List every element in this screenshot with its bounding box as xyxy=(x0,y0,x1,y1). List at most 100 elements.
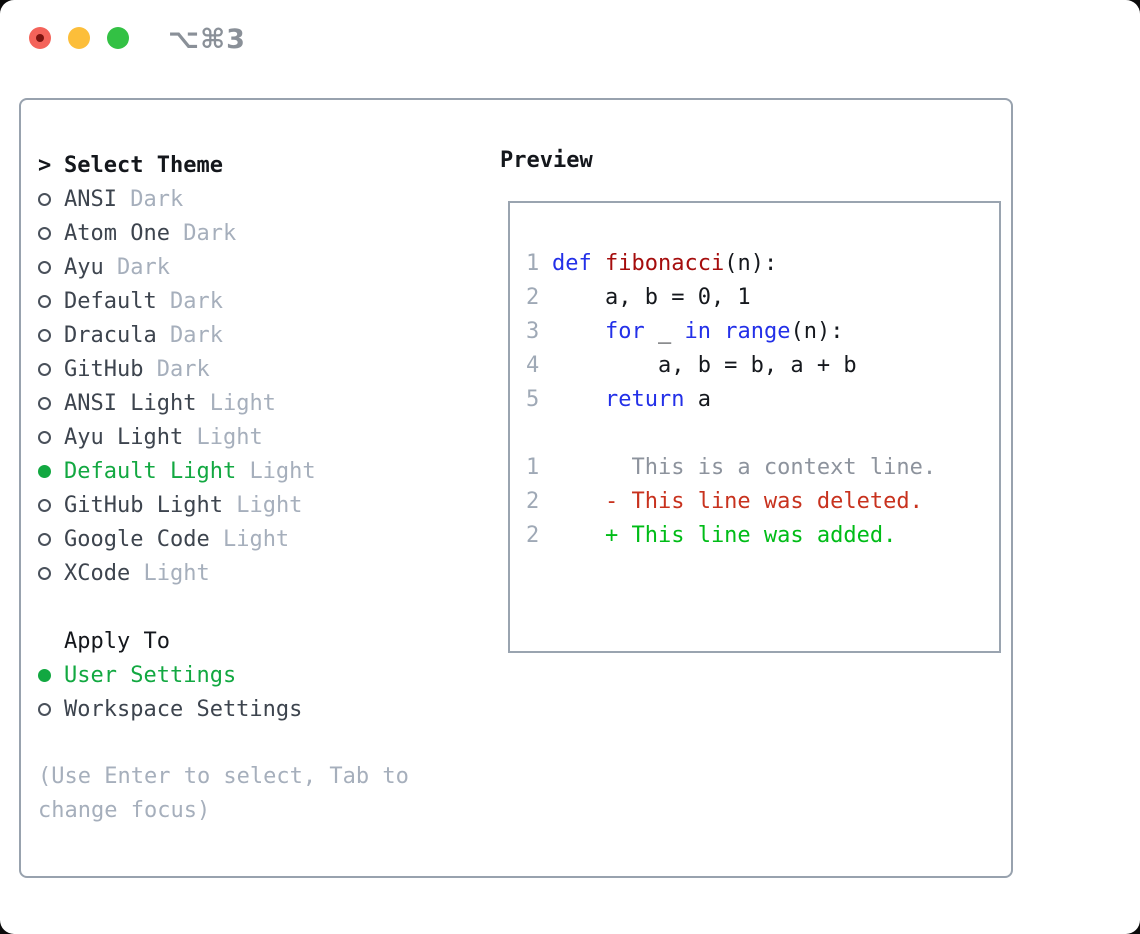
theme-name: ANSI Light xyxy=(64,390,197,416)
code-line: 1 def fibonacci(n): xyxy=(526,251,999,285)
code-token xyxy=(552,387,605,421)
theme-variant-label: Dark xyxy=(156,356,210,382)
code-token: return xyxy=(604,387,685,412)
code-token: a, b = b, a + b xyxy=(552,353,857,378)
apply-item-workspace-settings[interactable]: Workspace Settings xyxy=(38,692,435,726)
theme-name: XCode xyxy=(64,560,131,586)
prompt-icon: > xyxy=(38,152,52,178)
diff-text: - This line was deleted. xyxy=(552,489,923,514)
code-token: _ xyxy=(644,319,685,344)
diff-deleted-line: 2 - This line was deleted. xyxy=(526,489,999,523)
theme-variant-label: Light xyxy=(236,492,303,518)
radio-icon xyxy=(38,226,64,240)
window-title: ⌥⌘3 xyxy=(168,24,246,55)
radio-icon xyxy=(38,430,64,444)
theme-name: GitHub Light xyxy=(64,492,223,518)
theme-item-github-dark[interactable]: GitHub Dark xyxy=(38,352,435,386)
code-token: (n): xyxy=(724,251,778,276)
theme-variant-label: Light xyxy=(196,424,263,450)
titlebar: ⌥⌘3 xyxy=(0,0,1140,76)
apply-to-header: Apply To xyxy=(38,624,435,658)
radio-icon xyxy=(38,532,64,546)
theme-item-atom-one-dark[interactable]: Atom One Dark xyxy=(38,216,435,250)
theme-variant-label: Dark xyxy=(183,220,237,246)
radio-icon xyxy=(38,328,64,342)
code-line: 2 a, b = 0, 1 xyxy=(526,285,999,319)
help-text: (Use Enter to select, Tab to change focu… xyxy=(38,764,409,823)
code-line: 3 for _ in range(n): xyxy=(526,319,999,353)
line-number: 3 xyxy=(526,319,540,344)
theme-list-header: >Select Theme xyxy=(38,148,435,182)
line-number: 5 xyxy=(526,387,540,412)
theme-item-ayu-dark[interactable]: Ayu Dark xyxy=(38,250,435,284)
theme-item-ansi-dark[interactable]: ANSI Dark xyxy=(38,182,435,216)
preview-title: Preview xyxy=(500,148,593,173)
code-token: range xyxy=(724,319,791,344)
radio-icon xyxy=(38,294,64,308)
apply-to-title: Apply To xyxy=(64,628,170,654)
spacer xyxy=(38,590,435,624)
code-token: a, b = 0, 1 xyxy=(552,285,751,310)
diff-added-line: 2 + This line was added. xyxy=(526,523,999,557)
theme-variant-label: Light xyxy=(143,560,210,586)
theme-variant-label: Light xyxy=(209,390,276,416)
theme-item-default-dark[interactable]: Default Dark xyxy=(38,284,435,318)
theme-item-ansi-light[interactable]: ANSI Light Light xyxy=(38,386,435,420)
theme-variant xyxy=(117,187,130,212)
code-token: fibonacci xyxy=(591,251,725,276)
theme-variant-label: Dark xyxy=(130,186,184,212)
theme-name: GitHub xyxy=(64,356,144,382)
theme-item-google-code[interactable]: Google Code Light xyxy=(38,522,435,556)
line-number: 1 xyxy=(526,251,540,276)
theme-item-default-light-selected[interactable]: Default Light Light xyxy=(38,454,435,488)
apply-item-label: User Settings xyxy=(64,662,237,688)
close-button[interactable] xyxy=(29,27,51,49)
theme-name: Ayu xyxy=(64,254,104,280)
code-token: a xyxy=(684,387,711,412)
code-token: for xyxy=(604,319,645,344)
diff-preview: 1 This is a context line. 2 - This line … xyxy=(526,455,999,557)
code-line: 4 a, b = b, a + b xyxy=(526,353,999,387)
theme-name: Default Light xyxy=(64,458,237,484)
code-token: (n): xyxy=(790,319,844,344)
diff-text: This is a context line. xyxy=(552,455,937,480)
code-token xyxy=(711,319,724,353)
theme-variant-label: Light xyxy=(222,526,290,552)
line-number: 1 xyxy=(526,455,540,480)
code-token: def xyxy=(552,251,592,276)
radio-icon xyxy=(38,396,64,410)
radio-icon xyxy=(38,192,64,206)
radio-icon xyxy=(38,498,64,512)
theme-item-ayu-light[interactable]: Ayu Light Light xyxy=(38,420,435,454)
spacer xyxy=(38,726,435,760)
theme-picker-panel: >Select Theme ANSI Dark Atom One Dark Ay… xyxy=(19,98,1013,878)
theme-name: Ayu Light xyxy=(64,424,184,450)
theme-item-dracula-dark[interactable]: Dracula Dark xyxy=(38,318,435,352)
theme-name: Default xyxy=(64,288,157,314)
theme-variant-label: Dark xyxy=(169,288,223,314)
theme-variant-label: Light xyxy=(249,458,316,484)
apply-item-label: Workspace Settings xyxy=(64,696,303,722)
theme-name: Dracula xyxy=(64,322,157,348)
radio-icon xyxy=(38,362,64,376)
line-number: 2 xyxy=(526,523,540,548)
zoom-button[interactable] xyxy=(107,27,129,49)
radio-selected-icon xyxy=(38,668,64,682)
radio-icon xyxy=(38,702,64,716)
minimize-button[interactable] xyxy=(68,27,90,49)
line-number: 2 xyxy=(526,489,540,514)
theme-variant-label: Dark xyxy=(117,254,170,280)
diff-text: + This line was added. xyxy=(552,523,897,548)
code-token xyxy=(552,319,605,353)
theme-item-xcode[interactable]: XCode Light xyxy=(38,556,435,590)
theme-name: Atom One xyxy=(64,220,170,246)
code-token: in xyxy=(684,319,711,344)
radio-icon xyxy=(38,260,64,274)
apply-item-user-settings[interactable]: User Settings xyxy=(38,658,435,692)
radio-selected-icon xyxy=(38,464,64,478)
radio-icon xyxy=(38,566,64,580)
theme-item-github-light[interactable]: GitHub Light Light xyxy=(38,488,435,522)
